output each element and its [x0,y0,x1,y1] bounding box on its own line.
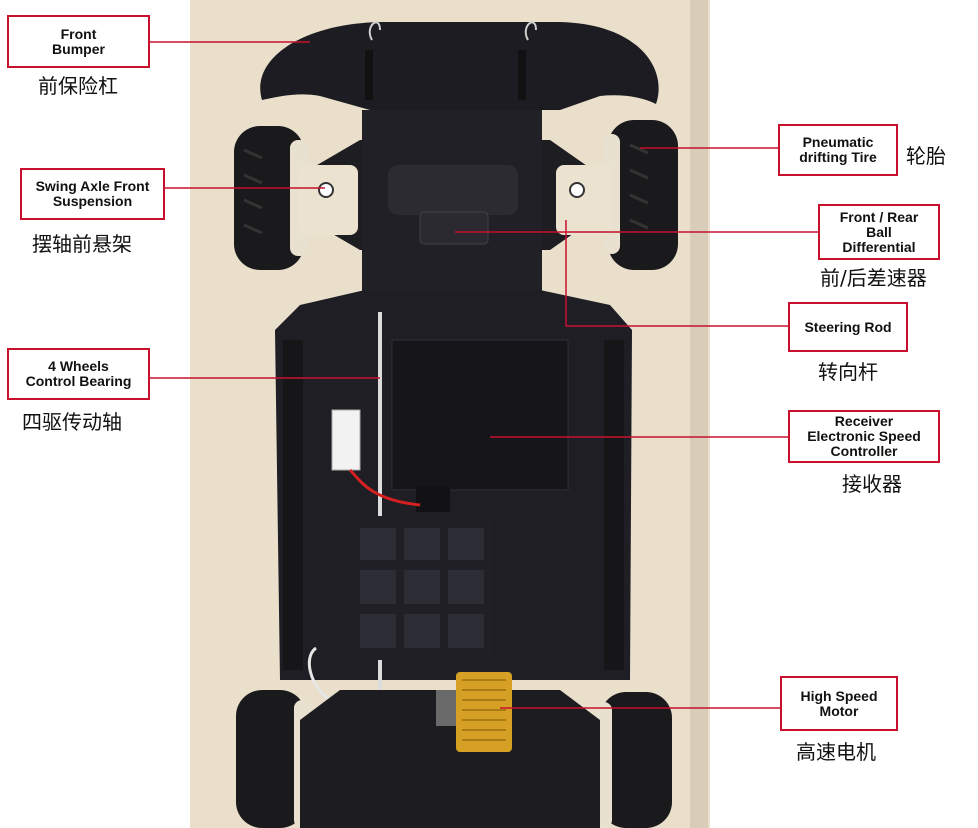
high-speed-motor-cn: 高速电机 [796,740,876,764]
four-wheels-cn: 四驱传动轴 [22,410,122,434]
rear-gearbox [300,690,600,828]
high-speed-motor-label: High Speed Motor [780,676,898,731]
front-bumper-part [260,22,659,110]
rear-right-wheel [596,692,672,828]
front-bumper-cn: 前保险杠 [38,74,118,98]
steering-rod-label: Steering Rod [788,302,908,352]
differential-en: Front / Rear Ball Differential [839,208,919,255]
receiver-esc-cn: 接收器 [842,472,902,496]
four-wheels-label: 4 Wheels Control Bearing [7,348,150,400]
front-bumper-label: Front Bumper [7,15,150,68]
receiver-box [391,339,569,491]
receiver-esc-en: Receiver Electronic Speed Controller [807,413,921,459]
differential-label: Front / Rear Ball Differential [818,204,940,260]
pneumatic-tire-label: Pneumatic drifting Tire [778,124,898,176]
differential-cn: 前/后差速器 [820,266,927,290]
front-bumper-en: Front Bumper [52,25,105,57]
swing-axle-label: Swing Axle Front Suspension [20,168,165,220]
steering-rod-en: Steering Rod [804,318,892,335]
receiver-esc-label: Receiver Electronic Speed Controller [788,410,940,463]
pneumatic-tire-en: Pneumatic drifting Tire [799,134,877,165]
four-wheels-en: 4 Wheels Control Bearing [25,358,132,389]
high-speed-motor-en: High Speed Motor [800,687,878,719]
motor-part [436,672,512,752]
front-left-wheel [234,126,308,270]
swing-axle-cn: 摆轴前悬架 [32,232,132,256]
callout-lines [150,41,818,709]
steering-rod-cn: 转向杆 [818,360,878,384]
pneumatic-tire-cn: 轮胎 [906,144,946,168]
swing-axle-en: Swing Axle Front Suspension [35,178,150,209]
battery-tray [346,516,492,660]
front-right-wheel [604,120,678,270]
